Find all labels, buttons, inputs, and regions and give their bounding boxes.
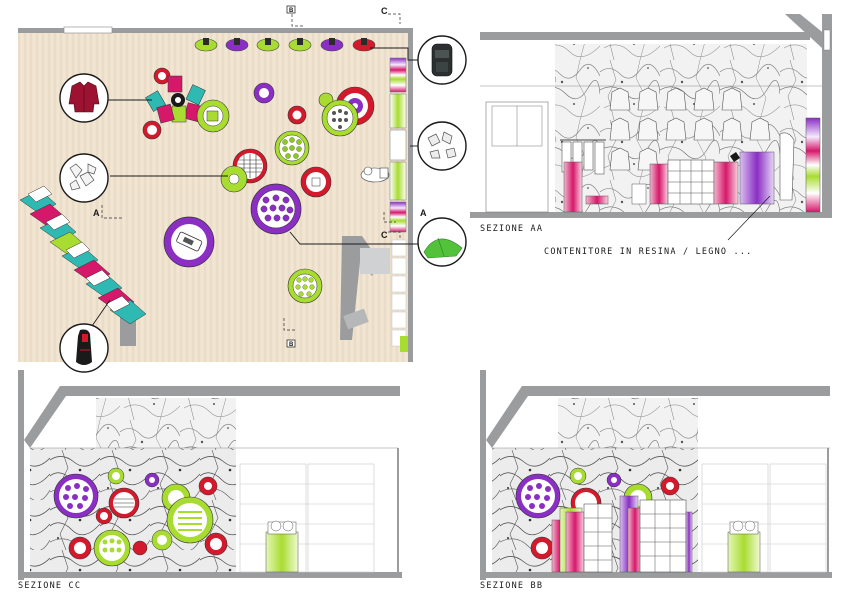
section-mark-b: B	[289, 8, 294, 14]
circle-wall-cc	[53, 467, 228, 567]
section-cc-elevation	[18, 370, 402, 580]
circle-display-lime-e	[287, 268, 323, 304]
containers-bb	[551, 495, 693, 573]
shelving-outline-bb	[701, 463, 827, 573]
circle-display-purple-phone	[163, 216, 215, 268]
circle-display-purple-large	[250, 183, 302, 235]
shelving-outline-cc	[239, 463, 375, 573]
section-bb-title: SEZIONE BB	[480, 581, 544, 591]
circle-display-red-square	[300, 166, 332, 198]
sleeping-bag-icon	[59, 323, 109, 373]
plan-door	[63, 26, 113, 34]
section-bb-elevation	[480, 370, 832, 580]
wall-display-1	[389, 57, 407, 93]
plan-wall-top	[18, 28, 412, 33]
tent-icon	[417, 217, 467, 267]
pedestal-cc	[265, 520, 299, 573]
container-aa-1	[563, 161, 583, 213]
section-mark-c: C	[381, 6, 388, 16]
floor-plan: A A C C B B	[18, 5, 427, 362]
circle-display-lime-b	[321, 99, 359, 137]
wall-display-3	[389, 129, 407, 161]
section-marker-a-right: A	[383, 208, 427, 223]
section-mark-a: A	[93, 208, 100, 218]
mannequin-aa	[779, 132, 795, 201]
circle-display-lime-a	[196, 99, 230, 133]
section-marker-c-right: C	[381, 230, 401, 240]
wall-shelving-lower	[391, 239, 407, 347]
wall-display-aa	[805, 117, 821, 213]
wall-jacket-grid	[609, 87, 771, 171]
container-aa-3	[649, 163, 669, 205]
container-aa-5	[739, 151, 775, 205]
section-marker-b-top: B	[286, 5, 304, 27]
section-mark-c: C	[381, 230, 388, 240]
section-marker-c-top: C	[381, 6, 401, 24]
section-marker-a-left: A	[93, 205, 124, 219]
sleeping-bag-rack	[19, 185, 147, 325]
gray-block	[343, 308, 369, 330]
section-cc-title: SEZIONE CC	[18, 581, 82, 591]
section-mark-b: B	[289, 342, 294, 348]
container-aa-2	[585, 195, 609, 205]
section-aa-title: SEZIONE AA	[480, 224, 544, 234]
wall-display-4	[389, 161, 407, 201]
container-note-leader	[727, 195, 771, 241]
wall-accent-green	[400, 336, 408, 352]
hanging-clothes-icon	[59, 153, 109, 203]
container-aa-4	[713, 161, 739, 205]
mannequin-bench	[360, 166, 390, 183]
section-aa-elevation	[470, 14, 832, 241]
plan-wall-right	[408, 28, 413, 362]
section-marker-b-bottom: B	[283, 318, 296, 348]
clothing-rack-aa	[560, 139, 606, 177]
jacket-icon	[59, 73, 109, 123]
pedestal-bb	[727, 520, 761, 573]
circle-display-lime-c	[274, 130, 310, 166]
top-wall-hangers	[194, 38, 376, 52]
wall-display-5	[389, 201, 407, 233]
boots-icon	[417, 121, 467, 171]
jacket-island	[142, 67, 206, 140]
section-mark-a: A	[420, 208, 427, 218]
wall-display-2	[389, 93, 407, 129]
backpack-icon	[417, 35, 467, 85]
circle-display-lime-d	[220, 165, 248, 193]
container-grid-aa	[667, 159, 715, 205]
gray-counter	[360, 248, 390, 274]
container-note: CONTENITORE IN RESINA / LEGNO ...	[544, 247, 753, 257]
